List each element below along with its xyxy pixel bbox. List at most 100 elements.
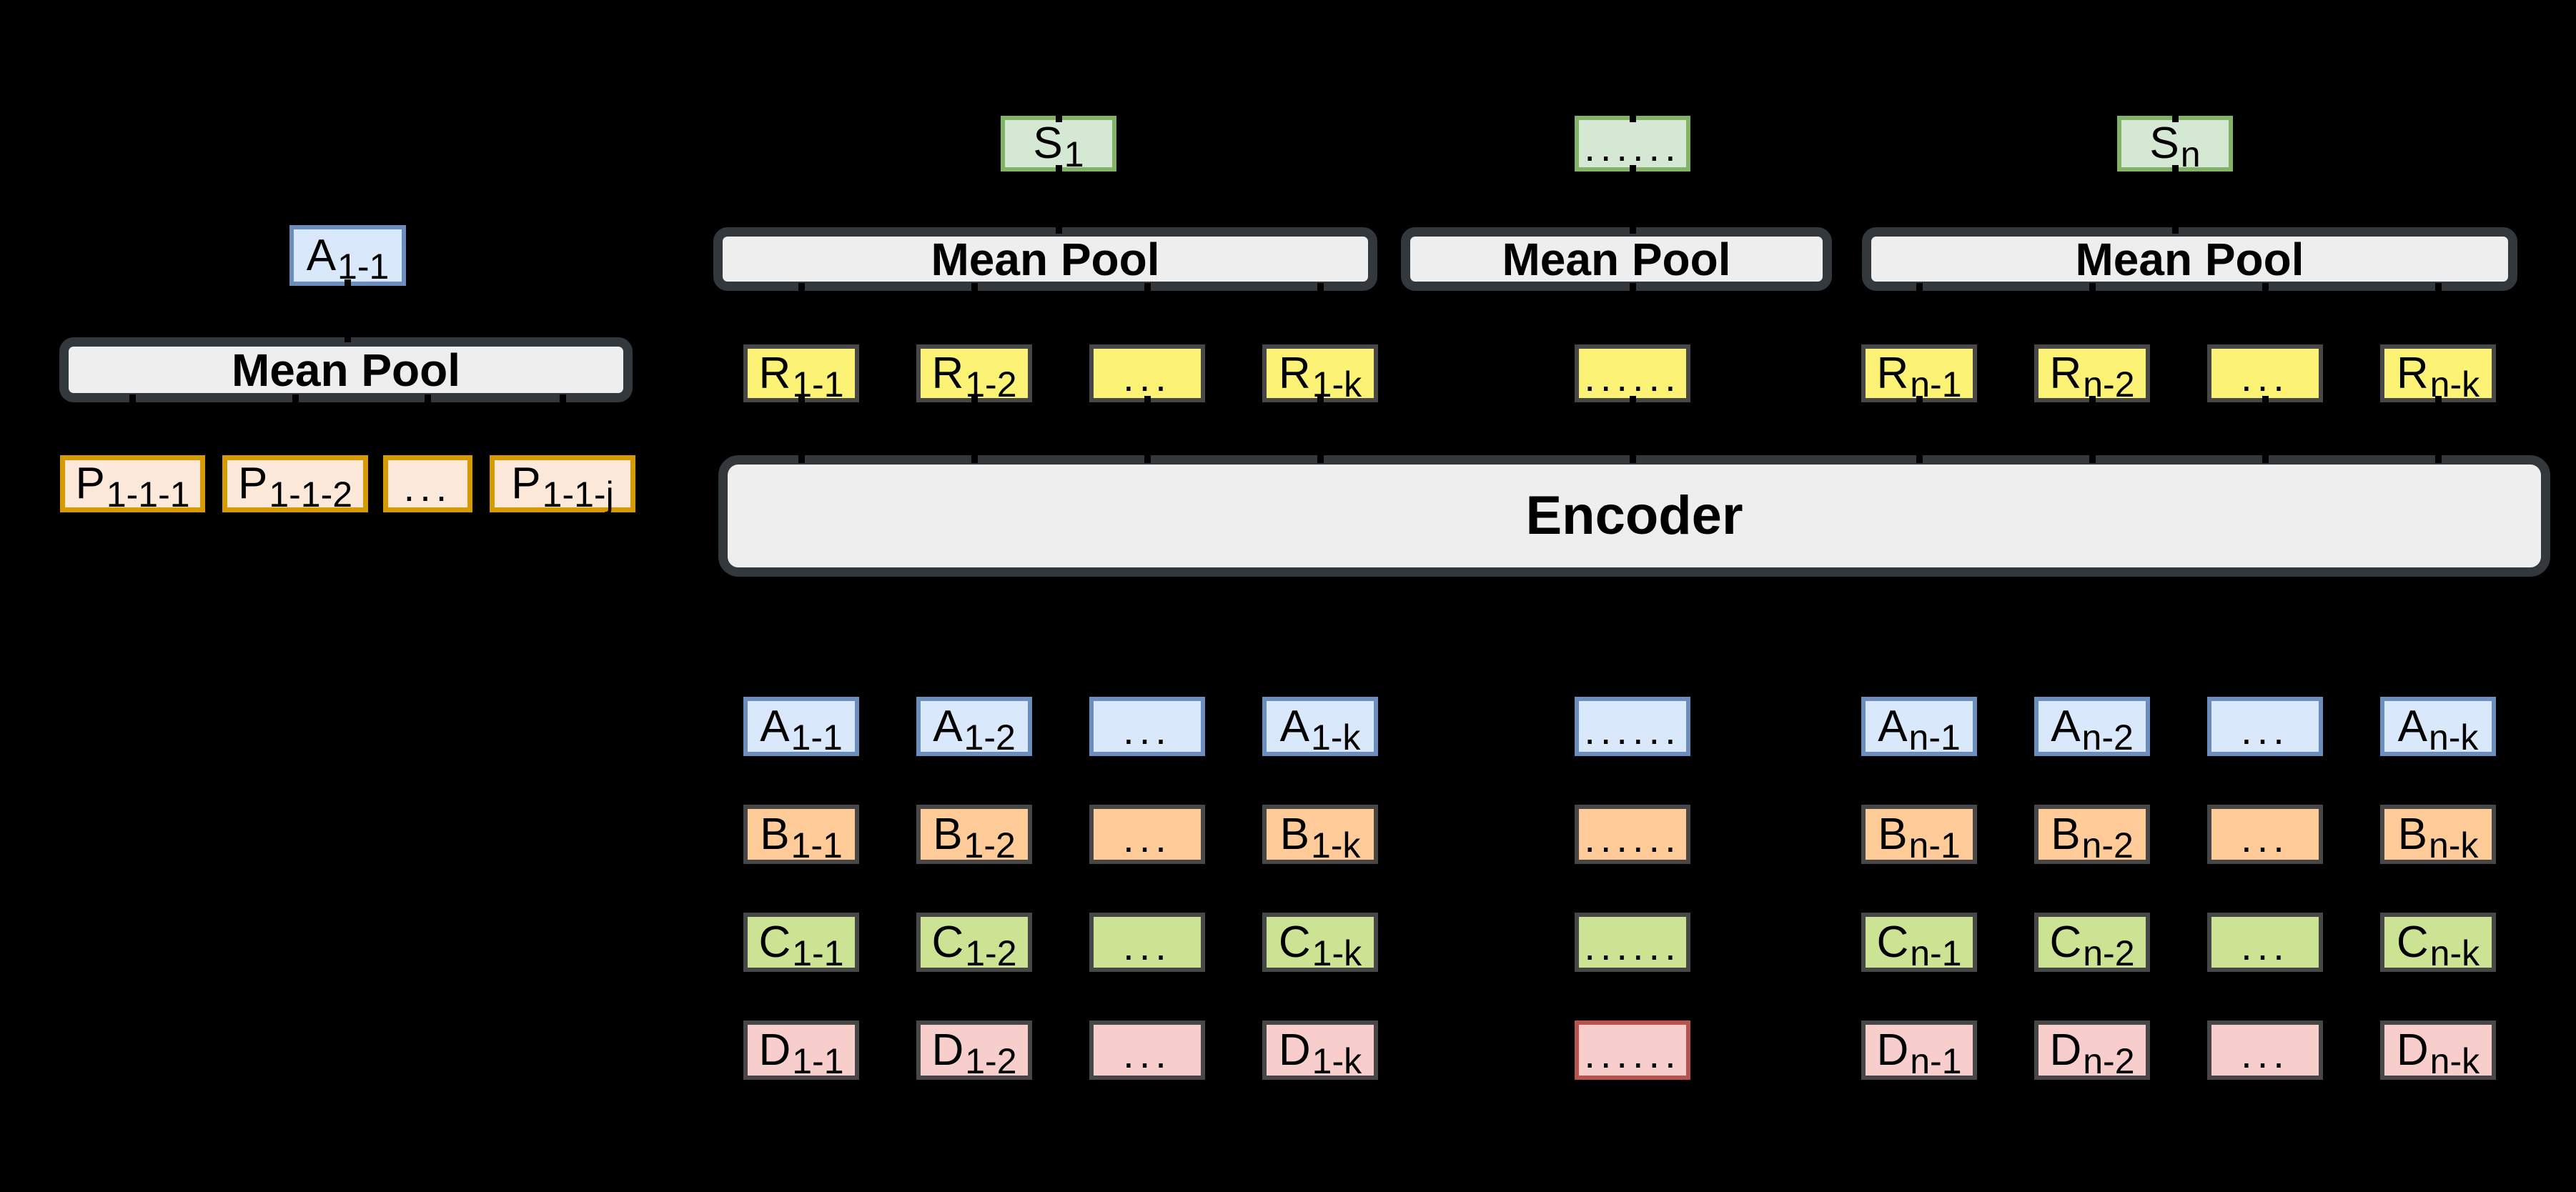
- box-sublabel: 1-1: [791, 825, 843, 865]
- connector-tick: [1916, 283, 1923, 297]
- connector-tick: [1144, 283, 1151, 297]
- connector-tick: [345, 328, 351, 342]
- mean-pool-bar: Mean Pool: [713, 227, 1377, 291]
- ellipsis-label: ...: [1123, 707, 1171, 753]
- token-ellipsis-box: ......: [1575, 697, 1690, 756]
- connector-tick: [1630, 449, 1636, 463]
- box-sublabel: n-k: [2428, 825, 2479, 865]
- ellipsis-label: ......: [1584, 707, 1681, 753]
- box-sublabel: 1-1: [792, 933, 844, 973]
- mean-pool-label: Mean Pool: [2075, 233, 2304, 285]
- box-sublabel: n-1: [1908, 717, 1961, 758]
- box-sublabel: 1-2: [963, 825, 1016, 865]
- connector-tick: [1056, 108, 1062, 122]
- box-label: A: [1878, 701, 1908, 751]
- connector-tick: [798, 283, 805, 297]
- box-label: B: [1279, 809, 1309, 859]
- box-label: B: [1878, 809, 1908, 859]
- box-sublabel: n-2: [2081, 825, 2134, 865]
- ellipsis-label: ...: [2241, 354, 2289, 399]
- ellipsis-label: ......: [1584, 354, 1681, 399]
- box-sublabel: n-2: [2081, 717, 2134, 758]
- connector-tick: [971, 283, 978, 297]
- box-label: A: [306, 230, 337, 280]
- box-label: D: [931, 1025, 964, 1075]
- box-sublabel: 1-2: [963, 717, 1016, 758]
- connector-tick: [971, 396, 978, 410]
- ellipsis-label: ......: [1584, 124, 1681, 169]
- box-sublabel: n-k: [2429, 933, 2480, 973]
- mean-pool-bar: Mean Pool: [59, 337, 633, 402]
- box-label: C: [931, 917, 964, 967]
- token-ellipsis-box: ...: [1089, 913, 1205, 972]
- box-label: R: [1876, 348, 1909, 398]
- box-label: A: [1279, 701, 1309, 751]
- connector-tick: [798, 396, 805, 410]
- token-ellipsis-box: ......: [1575, 913, 1690, 972]
- connector-tick: [129, 394, 136, 409]
- box-sublabel: 1-k: [1312, 933, 1362, 973]
- box-sublabel: n-k: [2428, 717, 2479, 758]
- ellipsis-label: ...: [2241, 815, 2289, 860]
- box-label: A: [760, 701, 790, 751]
- ellipsis-label: ...: [1123, 354, 1171, 399]
- connector-tick: [2089, 449, 2096, 463]
- mean-pool-bar: Mean Pool: [1401, 227, 1832, 291]
- connector-tick: [1317, 283, 1324, 297]
- box-label: A: [2051, 701, 2081, 751]
- box-sublabel: 1-1-j: [542, 475, 614, 515]
- box-sublabel: n-k: [2429, 1040, 2480, 1081]
- box-label: C: [2396, 917, 2429, 967]
- connector-tick: [1144, 396, 1151, 410]
- token-ellipsis-box: ...: [1089, 805, 1205, 864]
- token-ellipsis-box: ...: [1089, 697, 1205, 756]
- pooled-token-ellipsis-box: ......: [1575, 344, 1690, 402]
- box-sublabel: n-2: [2083, 933, 2135, 973]
- connector-tick: [2435, 283, 2442, 297]
- connector-tick: [971, 449, 978, 463]
- token-ellipsis-box: ...: [2207, 1020, 2323, 1080]
- box-label: R: [1278, 348, 1311, 398]
- token-ellipsis-box: ...: [2207, 697, 2323, 756]
- pooled-token-ellipsis-box: ...: [1089, 344, 1205, 402]
- connector-tick: [1317, 396, 1324, 410]
- connector-tick: [1630, 283, 1636, 297]
- box-sublabel: 1-1: [337, 246, 390, 287]
- box-label: C: [1278, 917, 1311, 967]
- ellipsis-label: ......: [1584, 923, 1681, 968]
- box-label: B: [760, 809, 790, 859]
- ellipsis-label: ...: [1123, 923, 1171, 968]
- box-label: R: [2396, 348, 2429, 398]
- box-label: R: [2049, 348, 2082, 398]
- box-label: B: [2051, 809, 2081, 859]
- ellipsis-label: ...: [1123, 1030, 1171, 1076]
- token-ellipsis-box: ......: [1575, 805, 1690, 864]
- box-sublabel: 1-k: [1310, 825, 1361, 865]
- connector-tick: [2089, 396, 2096, 410]
- ellipsis-label: ...: [2241, 707, 2289, 753]
- box-sublabel: 1-1-1: [106, 475, 190, 515]
- ellipsis-label: ...: [403, 465, 452, 510]
